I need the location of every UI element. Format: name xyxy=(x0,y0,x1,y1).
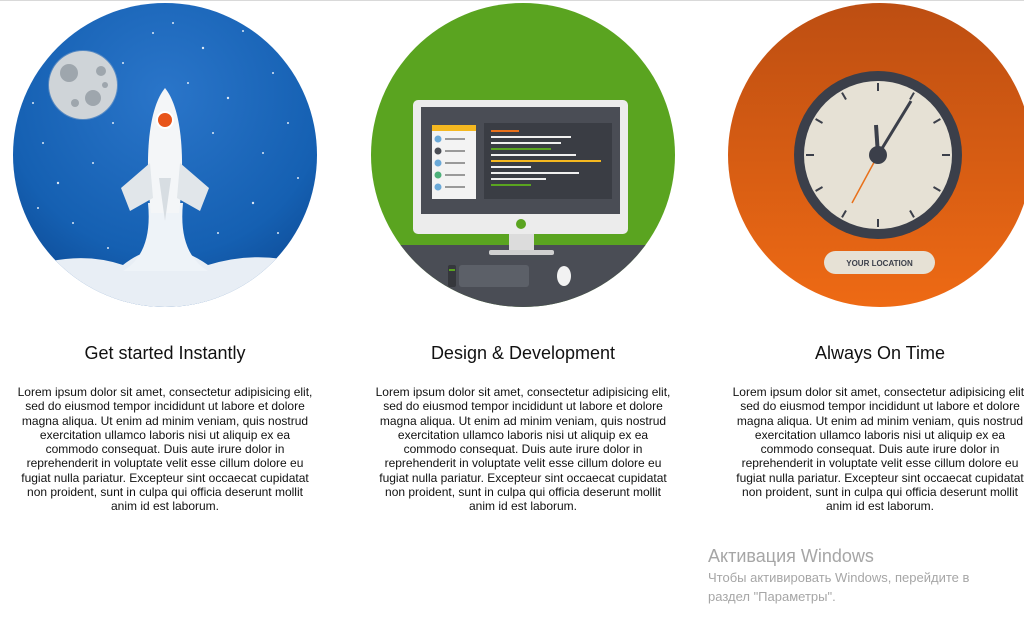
feature-title: Get started Instantly xyxy=(84,343,246,363)
watermark-line-2: раздел "Параметры". xyxy=(708,589,836,604)
location-badge xyxy=(824,251,935,274)
feature-description: Lorem ipsum dolor sit amet, consectetur … xyxy=(17,385,313,514)
clock-illustration: YOUR LOCATION xyxy=(728,3,1024,307)
rocket-illustration xyxy=(13,3,317,307)
feature-title: Always On Time xyxy=(814,343,946,363)
location-badge-text: YOUR LOCATION xyxy=(846,259,913,268)
rocket-icon xyxy=(121,88,209,221)
mouse-icon xyxy=(557,266,571,286)
windows-activation-watermark: Активация Windows Чтобы активировать Win… xyxy=(708,544,1024,606)
feature-description: Lorem ipsum dolor sit amet, consectetur … xyxy=(375,385,671,514)
monitor-icon xyxy=(413,100,628,255)
feature-title: Design & Development xyxy=(430,343,616,363)
feature-description: Lorem ipsum dolor sit amet, consectetur … xyxy=(732,385,1024,514)
watermark-title: Активация Windows xyxy=(708,546,874,566)
keyboard-icon xyxy=(459,265,529,287)
clock-icon xyxy=(794,71,962,239)
moon-icon xyxy=(48,50,118,120)
watermark-line-1: Чтобы активировать Windows, перейдите в xyxy=(708,570,970,585)
computer-illustration xyxy=(371,3,675,307)
